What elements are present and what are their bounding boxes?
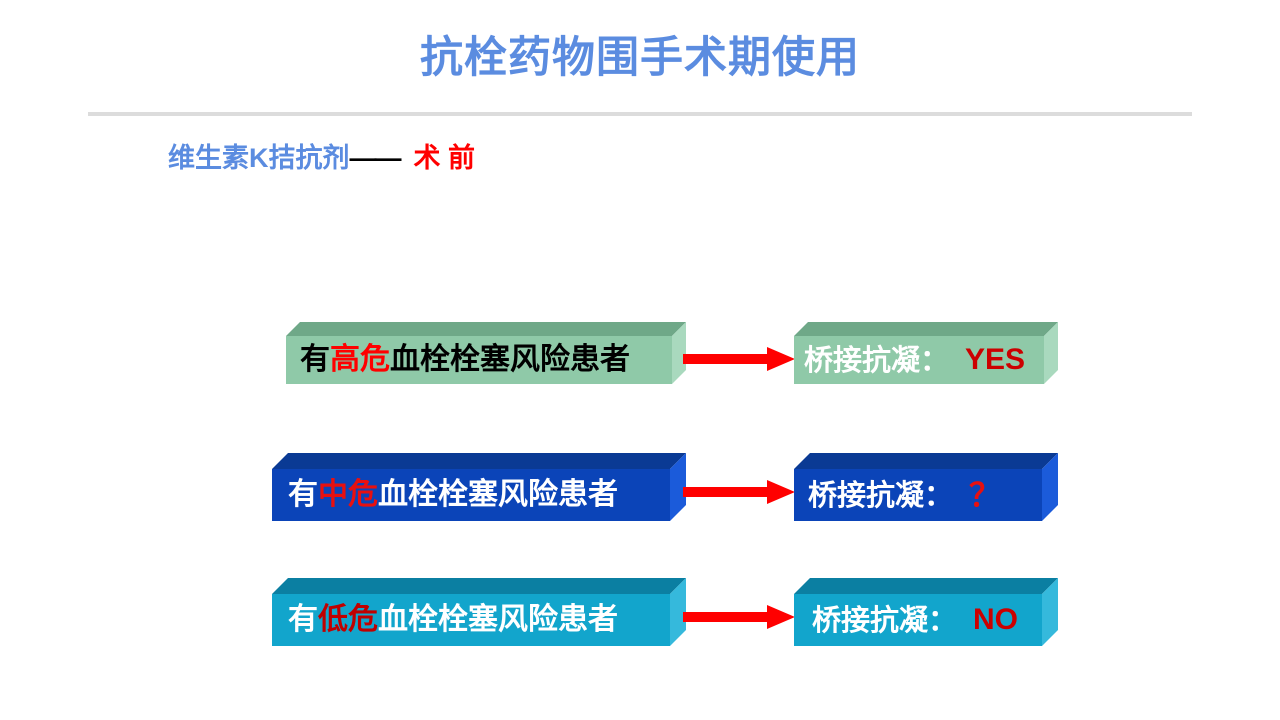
risk-suffix: 血栓栓塞风险患者 [390, 342, 630, 377]
risk-box-high-text: 有高危血栓栓塞风险患者 [300, 345, 630, 375]
risk-box-moderate-shape [272, 453, 686, 521]
risk-box-high-shape [286, 322, 686, 384]
risk-suffix: 血栓栓塞风险患者 [378, 477, 618, 512]
subtitle-phase-label: 术 前 [413, 143, 476, 173]
page-title: 抗栓药物围手术期使用 [420, 34, 860, 82]
bridge-box-low-shape [794, 578, 1058, 646]
risk-level: 低危 [318, 602, 378, 637]
risk-prefix: 有 [300, 342, 330, 377]
risk-box-high[interactable]: 有高危血栓栓塞风险患者 [286, 322, 686, 384]
risk-box-moderate[interactable]: 有中危血栓栓塞风险患者 [272, 453, 686, 521]
subtitle-dash: —— [349, 143, 402, 173]
risk-box-low-text: 有低危血栓栓塞风险患者 [288, 605, 618, 635]
risk-prefix: 有 [288, 602, 318, 637]
arrow-high-risk [683, 347, 795, 371]
title-divider [88, 112, 1192, 116]
bridge-answer-high: YES [965, 343, 1026, 376]
bridge-label-high: 桥接抗凝： [804, 342, 950, 377]
risk-suffix: 血栓栓塞风险患者 [378, 602, 618, 637]
risk-box-low[interactable]: 有低危血栓栓塞风险患者 [272, 578, 686, 646]
risk-box-low-shape [272, 578, 686, 646]
bridge-box-moderate[interactable]: 桥接抗凝： ？ [794, 453, 1058, 521]
bridge-answer-moderate: ？ [969, 477, 1002, 513]
bridge-answer-low: NO [973, 603, 1019, 636]
arrow-moderate-risk [683, 480, 795, 504]
bridge-label-low: 桥接抗凝： [812, 602, 958, 637]
bridge-label-moderate: 桥接抗凝： [808, 477, 954, 512]
risk-level: 高危 [330, 342, 390, 377]
subtitle-drug-label: 维生素K拮抗剂 [168, 143, 350, 173]
arrow-low-risk [683, 605, 795, 629]
risk-level: 中危 [318, 477, 378, 512]
risk-prefix: 有 [288, 477, 318, 512]
bridge-box-high-shape [794, 322, 1058, 384]
risk-box-moderate-text: 有中危血栓栓塞风险患者 [288, 480, 618, 510]
bridge-box-high[interactable]: 桥接抗凝： YES [794, 322, 1058, 384]
subtitle: 维生素K拮抗剂—— 术 前 [168, 142, 475, 174]
bridge-box-low[interactable]: 桥接抗凝： NO [794, 578, 1058, 646]
bridge-box-moderate-shape [794, 453, 1058, 521]
